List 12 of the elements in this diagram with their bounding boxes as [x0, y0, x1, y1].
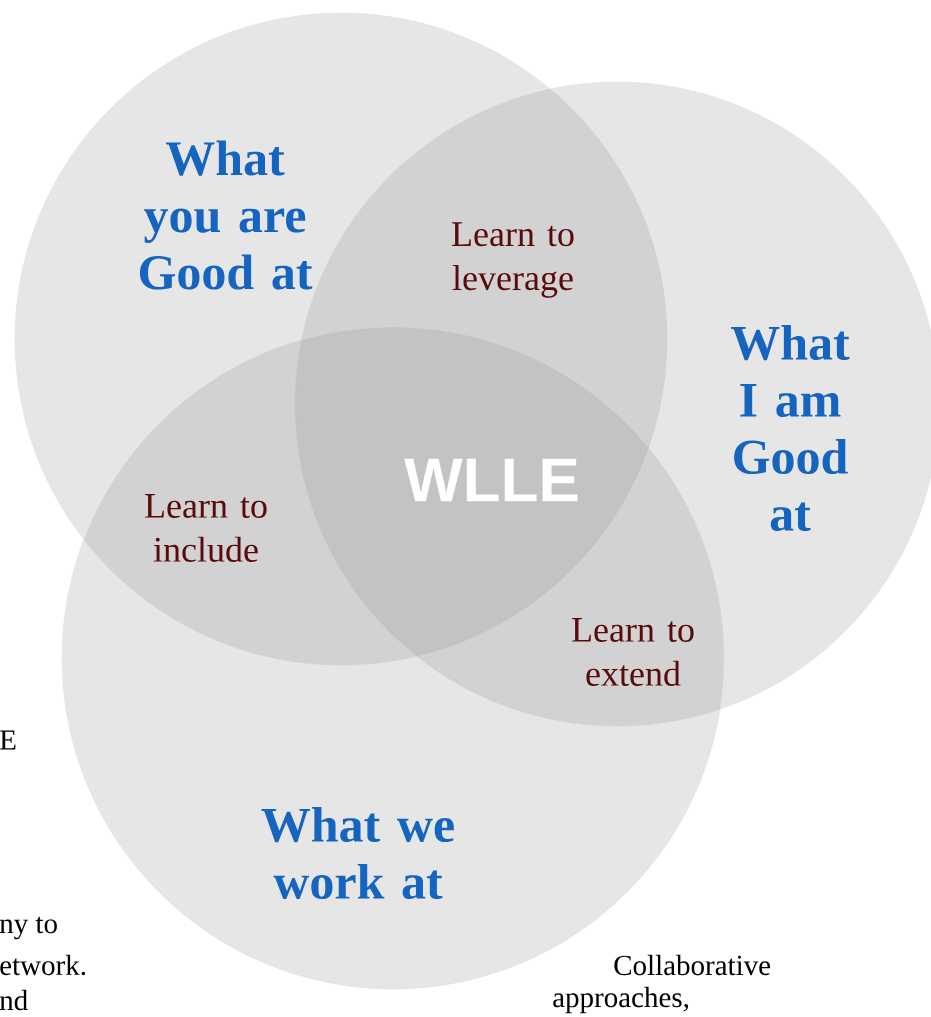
circle-title: What I am Good at [731, 324, 850, 532]
note-text: Collaborative [614, 954, 771, 976]
circle-title: What we work at [261, 806, 454, 900]
note-text: E [0, 730, 16, 750]
region-label: Learn to include [145, 494, 267, 562]
circle-title: What you are Good at [139, 140, 313, 290]
note-text: nd [0, 989, 28, 1011]
note-text: etwork. [0, 954, 86, 976]
region-label: Learn to extend [572, 618, 694, 686]
note-text: approaches, [553, 986, 689, 1014]
region-label: Learn to leverage [452, 222, 574, 298]
center-label: WLLE [404, 458, 578, 502]
